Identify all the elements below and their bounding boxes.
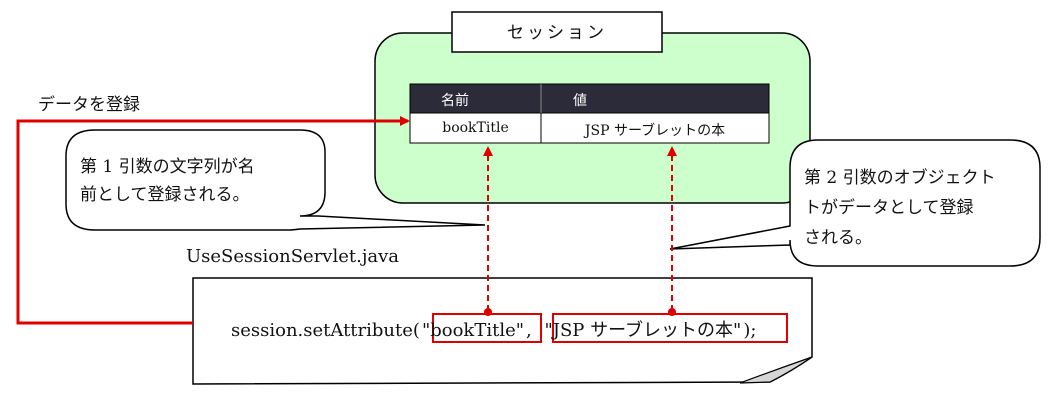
code-line: session.setAttribute("bookTitle", "JSP サ… — [231, 316, 756, 342]
session-title: セッション — [507, 23, 607, 43]
arg2-dot — [668, 308, 676, 316]
code-prefix: session.setAttribute( — [231, 320, 420, 341]
callout-left-line-1: 第 1 引数の文字列が名 — [80, 157, 255, 177]
callout-left-line-2: 前として登録される。 — [80, 185, 250, 205]
table-row-bg — [409, 112, 770, 144]
callout-right-line-3: される。 — [804, 228, 872, 248]
table-cell-value: JSP サーブレットの本 — [584, 123, 726, 139]
callout-right-bubble — [669, 139, 1041, 267]
callout-right-line-1: 第 2 引数のオブジェクト — [804, 168, 996, 188]
register-arrow — [16, 116, 410, 325]
code-document-fold — [739, 356, 813, 384]
table-cell-name: bookTitle — [442, 120, 509, 136]
callout-right-line-2: トがデータとして登録 — [804, 198, 974, 218]
session-title-box — [451, 11, 663, 53]
table-header-bg — [409, 83, 770, 114]
table-header-value: 値 — [573, 93, 587, 109]
register-label: データを登録 — [38, 95, 140, 115]
code-sep: , — [526, 320, 538, 341]
arg1-dot — [484, 308, 492, 316]
callout-left-bubble — [65, 129, 486, 231]
file-name: UseSessionServlet.java — [186, 246, 400, 267]
code-arg1: "bookTitle" — [421, 320, 525, 341]
table-header-name: 名前 — [441, 93, 469, 109]
code-arg2: "JSP サーブレットの本" — [544, 320, 742, 341]
code-suffix: ); — [743, 320, 757, 341]
